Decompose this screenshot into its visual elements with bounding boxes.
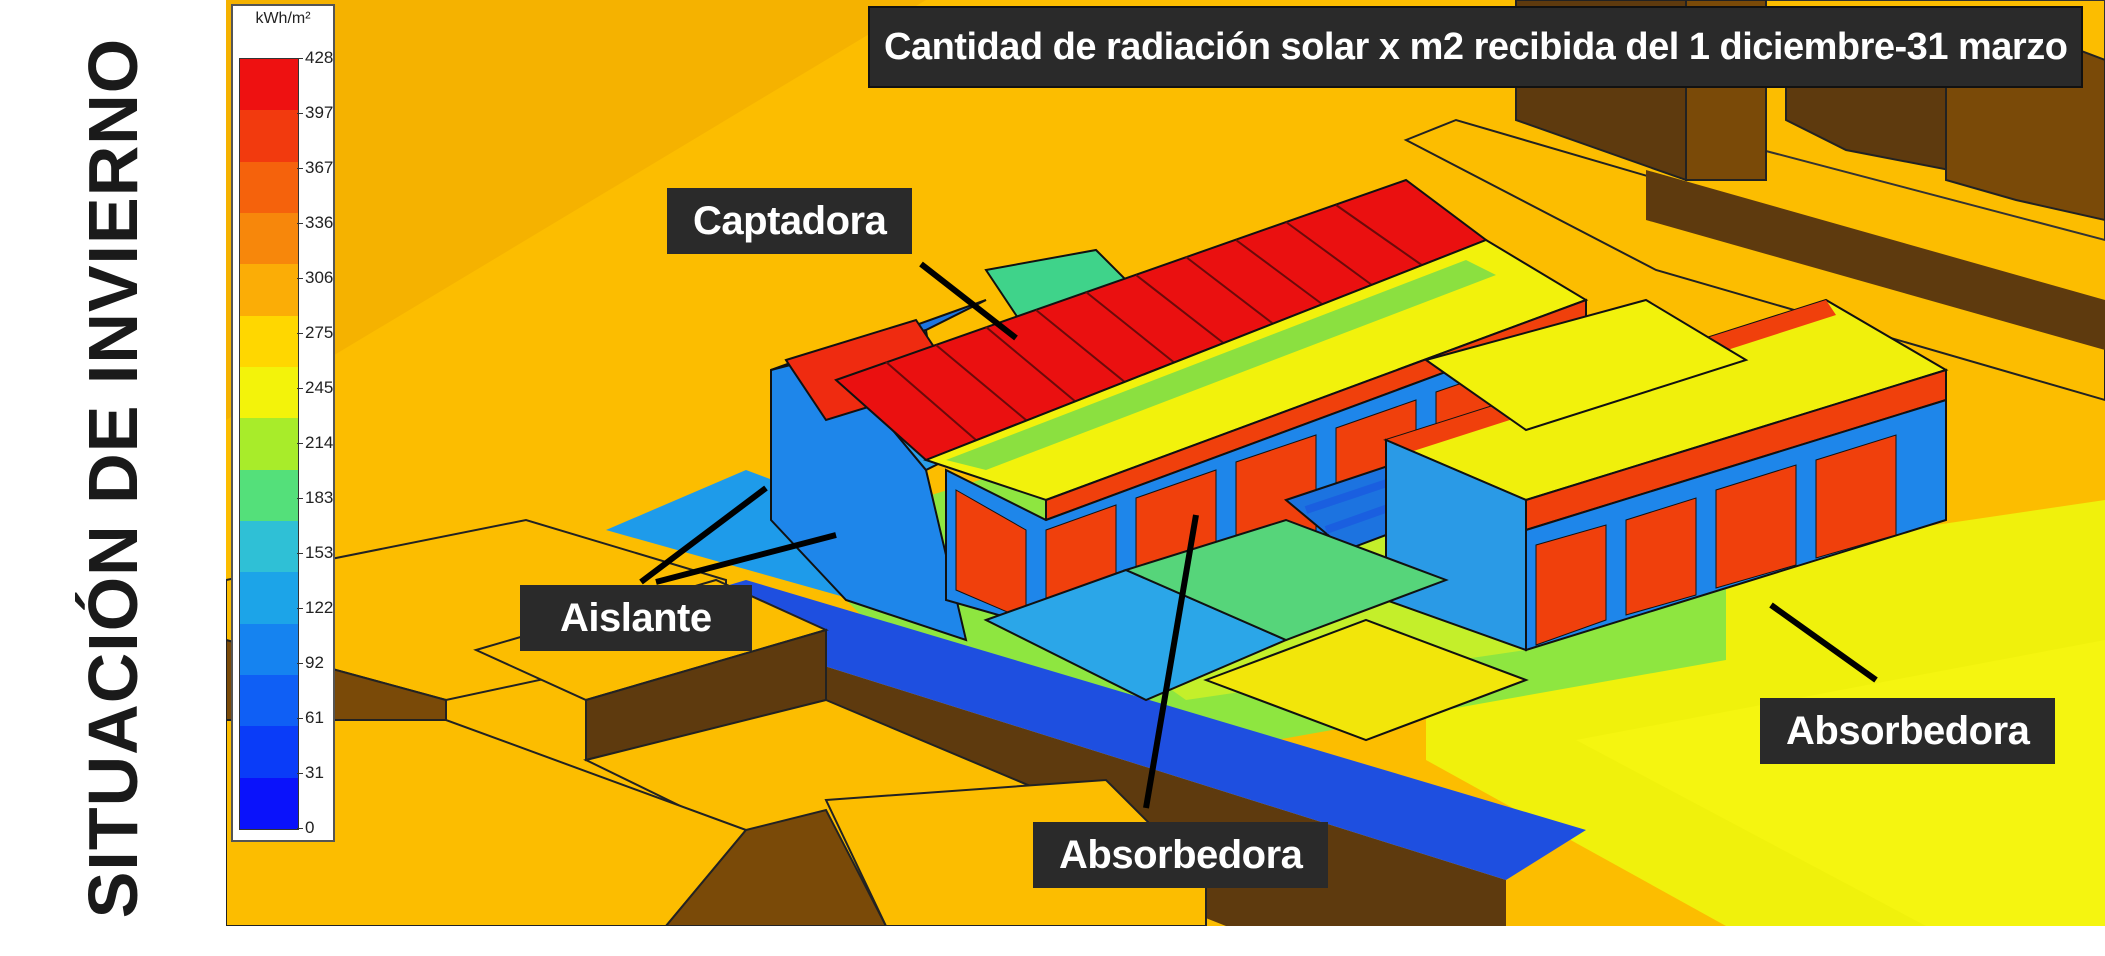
front-terrace-3 bbox=[1203, 618, 1529, 742]
legend-tick-label: 245 bbox=[305, 378, 334, 397]
legend-tick-mark bbox=[297, 333, 303, 334]
leader-absorbedora-right bbox=[1769, 602, 1878, 683]
legend-tick-mark bbox=[297, 388, 303, 389]
terrace-shadow-right bbox=[1646, 170, 2105, 350]
legend-tick-label: 336 bbox=[305, 213, 334, 232]
legend-color-cell bbox=[240, 59, 298, 111]
terrace-right bbox=[1403, 118, 2105, 402]
bottom-block-2 bbox=[824, 778, 1207, 926]
legend-color-bar bbox=[239, 58, 299, 830]
legend-tick-mark bbox=[297, 553, 303, 554]
legend-tick-label: 428 bbox=[305, 48, 334, 67]
leader-aislante-2 bbox=[655, 532, 837, 585]
left-bottom-block-side bbox=[664, 808, 888, 926]
legend-tick-mark bbox=[297, 608, 303, 609]
label-absorbedora-right: Absorbedora bbox=[1760, 698, 2056, 764]
legend-color-cell bbox=[240, 469, 298, 522]
legend-tick-mark bbox=[297, 773, 303, 774]
legend-color-cell bbox=[240, 726, 298, 779]
legend-color-cell bbox=[240, 572, 298, 625]
legend-unit: kWh/m² bbox=[255, 10, 311, 27]
scene-drawing bbox=[226, 0, 2105, 926]
legend-tick-mark bbox=[297, 278, 303, 279]
legend-color-cell bbox=[240, 315, 298, 368]
legend-tick-mark bbox=[297, 58, 303, 59]
solar-roof-seams bbox=[885, 204, 1427, 441]
label-aislante: Aislante bbox=[520, 585, 752, 651]
right-window-1 bbox=[1535, 524, 1607, 646]
legend-tick-mark bbox=[297, 223, 303, 224]
legend-tick-label: 0 bbox=[305, 818, 315, 837]
right-window-4 bbox=[1815, 434, 1897, 559]
right-window-2 bbox=[1625, 497, 1697, 616]
ground-band bbox=[226, 0, 926, 420]
leader-absorbedora-center bbox=[1143, 514, 1199, 809]
legend-tick-label: 183 bbox=[305, 488, 334, 507]
legend-tick-label: 122 bbox=[305, 598, 334, 617]
label-absorbedora-center: Absorbedora bbox=[1033, 822, 1329, 888]
legend-tick-label: 31 bbox=[305, 763, 324, 782]
label-captadora: Captadora bbox=[667, 188, 913, 254]
front-base-blue-edge bbox=[646, 580, 1586, 880]
leader-aislante-1 bbox=[639, 485, 768, 585]
legend-tick-mark bbox=[297, 113, 303, 114]
legend-tick-label: 61 bbox=[305, 708, 324, 727]
legend-tick-mark bbox=[297, 443, 303, 444]
legend-tick-label: 153 bbox=[305, 543, 334, 562]
legend-tick-mark bbox=[297, 663, 303, 664]
legend-tick-label: 92 bbox=[305, 653, 324, 672]
vertical-title-panel: SITUACIÓN DE INVIERNO bbox=[0, 0, 226, 956]
legend-color-cell bbox=[240, 213, 298, 265]
main-flat-roof-edge bbox=[946, 260, 1496, 470]
legend-color-cell bbox=[240, 264, 298, 317]
leader-captadora bbox=[919, 261, 1018, 341]
legend-color-cell bbox=[240, 161, 298, 214]
right-window-3 bbox=[1715, 464, 1797, 589]
legend-color-cell bbox=[240, 367, 298, 419]
legend-tick-mark bbox=[297, 828, 303, 829]
legend-scale: kWh/m² 428 397 367 336 306 275 245 214 183 153 122… bbox=[231, 4, 335, 842]
legend-color-cell bbox=[240, 623, 298, 676]
legend-color-cell bbox=[240, 675, 298, 727]
vertical-title: SITUACIÓN DE INVIERNO bbox=[74, 37, 152, 919]
chart-title: Cantidad de radiación solar x m2 recibid… bbox=[868, 6, 2084, 88]
legend-tick-label: 397 bbox=[305, 103, 334, 122]
legend-color-cell bbox=[240, 418, 298, 471]
legend-tick-label: 275 bbox=[305, 323, 334, 342]
legend-color-cell bbox=[240, 110, 298, 163]
front-terrace-2 bbox=[1123, 518, 1449, 642]
legend-tick-mark bbox=[297, 498, 303, 499]
leader-lines bbox=[639, 261, 1878, 809]
legend-tick-mark bbox=[297, 718, 303, 719]
legend-color-cell bbox=[240, 777, 298, 830]
right-upper-roof bbox=[1423, 298, 1749, 432]
legend-tick-mark bbox=[297, 168, 303, 169]
3d-scene: Captadora Aislante Absorbedora Absorbedo… bbox=[226, 0, 2105, 926]
right-wing-west-wall bbox=[1385, 438, 1527, 652]
legend-color-cell bbox=[240, 521, 298, 573]
legend-tick-label: 306 bbox=[305, 268, 334, 287]
legend-tick-label: 214 bbox=[305, 433, 334, 452]
legend-tick-label: 367 bbox=[305, 158, 334, 177]
